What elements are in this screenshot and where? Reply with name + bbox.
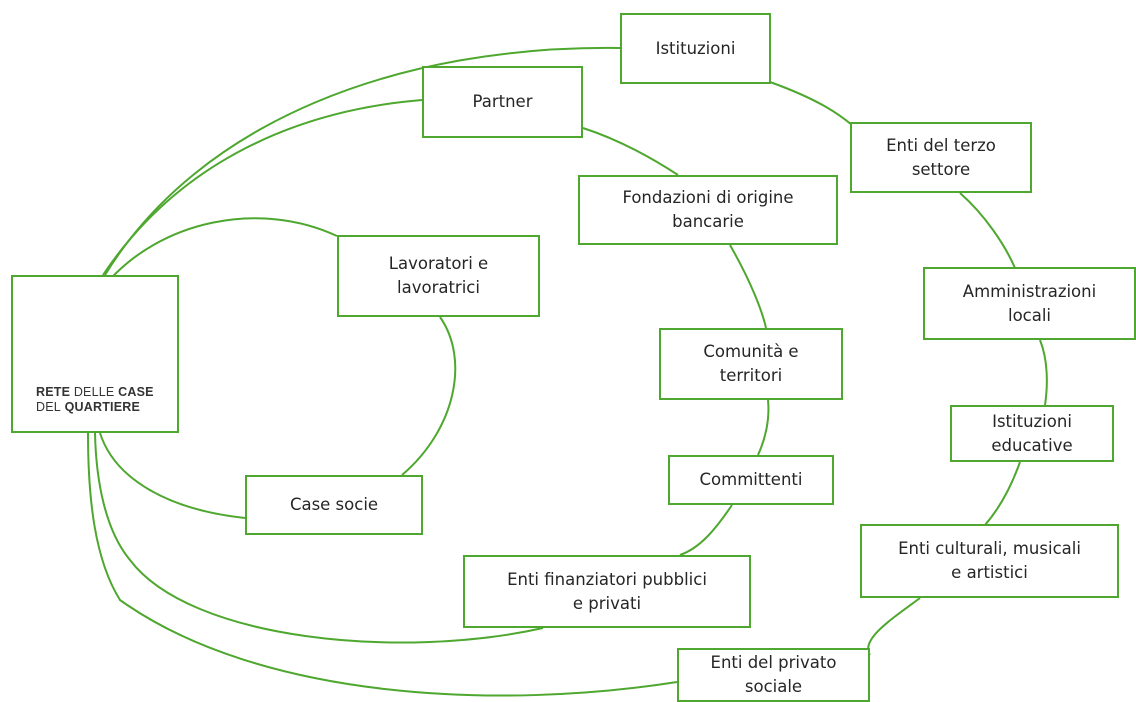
- node-committenti: Committenti: [668, 455, 834, 505]
- node-enti-culturali: Enti culturali, musicali e artistici: [860, 524, 1119, 598]
- logo-box: [11, 275, 179, 433]
- connector-inner-ring: [99, 217, 457, 519]
- connector-outer-ring: [87, 46, 1048, 697]
- logo-word-delle: DELLE: [73, 385, 115, 399]
- node-comunita: Comunità e territori: [659, 328, 843, 400]
- node-case-socie: Case socie: [245, 475, 423, 535]
- node-lavoratori: Lavoratori e lavoratrici: [337, 235, 540, 317]
- logo-word-quartiere: QUARTIERE: [64, 400, 141, 414]
- node-amministrazioni: Amministrazioni locali: [923, 267, 1136, 340]
- logo-word-del: DEL: [36, 400, 61, 414]
- logo-wordmark: RETE DELLE CASE DEL QUARTIERE: [36, 385, 176, 415]
- node-fondazioni: Fondazioni di origine bancarie: [578, 175, 838, 245]
- connector-middle-ring: [94, 99, 770, 644]
- logo-word-case: CASE: [118, 385, 154, 399]
- node-enti-privato-sociale: Enti del privato sociale: [677, 648, 870, 702]
- node-istituzioni: Istituzioni: [620, 13, 771, 84]
- node-istituzioni-educative: Istituzioni educative: [950, 405, 1114, 462]
- logo-word-rete: RETE: [36, 385, 71, 399]
- node-enti-finanziatori: Enti finanziatori pubblici e privati: [463, 555, 751, 628]
- node-enti-terzo-settore: Enti del terzo settore: [850, 122, 1032, 193]
- node-partner: Partner: [422, 66, 583, 138]
